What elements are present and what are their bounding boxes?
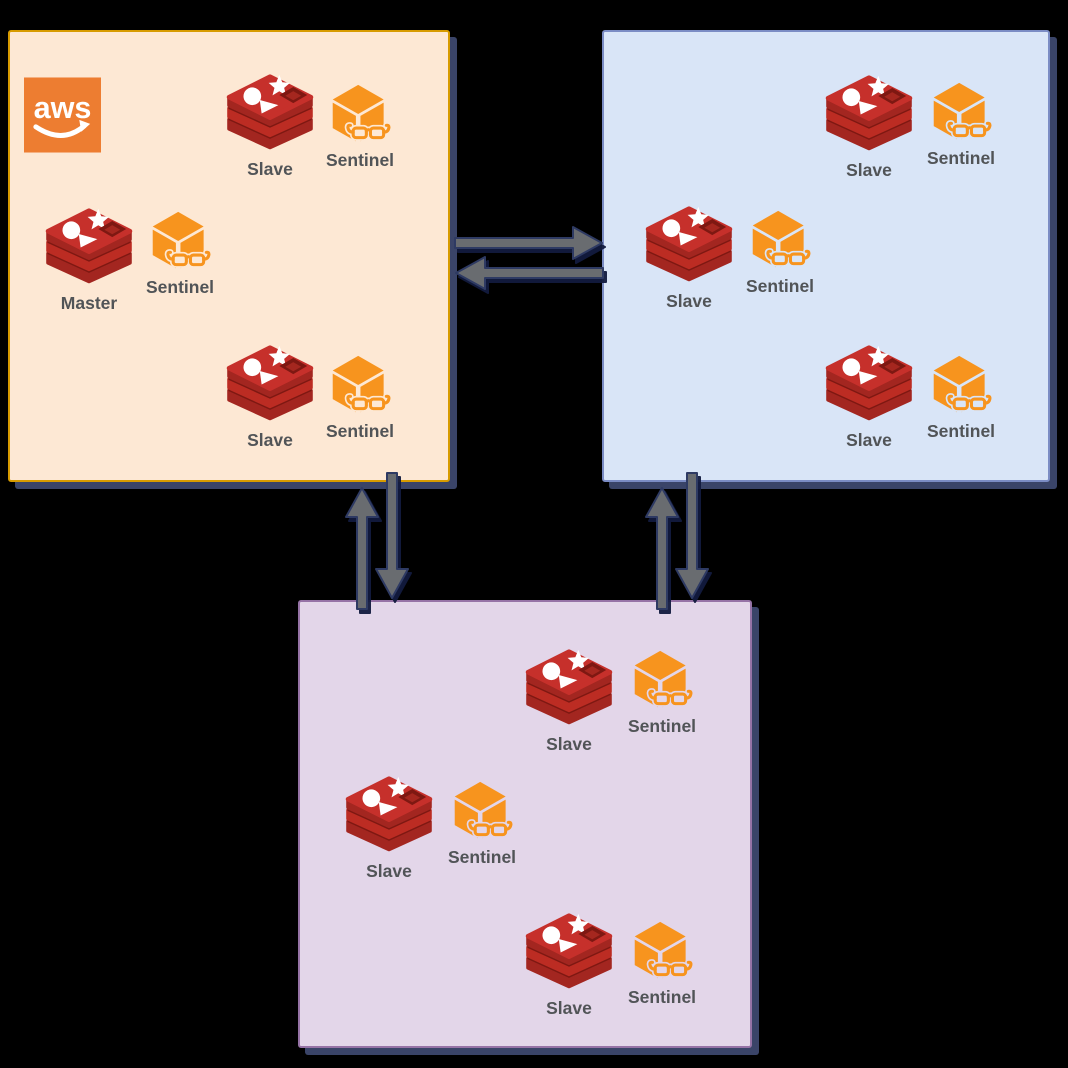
aws-redis-node-slave-top: Slave xyxy=(225,73,315,179)
redis-database-icon xyxy=(524,912,614,992)
node-label: Slave xyxy=(846,430,892,450)
gcp-redis-node-slave-top: Slave xyxy=(824,74,914,180)
redis-database-icon xyxy=(644,205,734,285)
cloud-redis-node-slave-bottom: Slave xyxy=(524,912,614,1018)
aws-sentinel-node-middle: Sentinel xyxy=(146,211,214,297)
aws-logo-text: aws xyxy=(34,91,92,125)
arrow-cloud-to-gcp xyxy=(645,487,679,610)
aws-smile-curve xyxy=(33,123,87,138)
cloud-sentinel-node-top: Sentinel xyxy=(628,650,696,736)
redis-database-icon xyxy=(225,344,315,424)
sentinel-cube-icon xyxy=(746,210,814,270)
gcp-sentinel-node-middle: Sentinel xyxy=(746,210,814,296)
sentinel-cube-icon xyxy=(326,355,394,415)
sentinel-cube-icon xyxy=(628,650,696,710)
aws-logo: aws xyxy=(24,77,101,153)
cloud-sentinel-node-bottom: Sentinel xyxy=(628,921,696,1007)
node-label: Sentinel xyxy=(325,150,395,170)
arrow-gcp-to-aws xyxy=(455,256,604,290)
aws-logo-square xyxy=(24,77,101,153)
node-label: Slave xyxy=(546,998,592,1018)
node-label: Sentinel xyxy=(926,148,996,168)
cloud-redis-node-slave-top: Slave xyxy=(524,648,614,754)
node-label: Sentinel xyxy=(627,987,697,1007)
node-label: Sentinel xyxy=(627,716,697,736)
gcp-sentinel-node-top: Sentinel xyxy=(927,82,995,168)
node-label: Sentinel xyxy=(926,421,996,441)
node-label: Slave xyxy=(247,159,293,179)
node-label: Master xyxy=(60,293,118,313)
cloud-redis-node-slave-middle: Slave xyxy=(344,775,434,881)
sentinel-cube-icon xyxy=(927,82,995,142)
arrow-gcp-to-cloud xyxy=(675,472,709,599)
node-label: Sentinel xyxy=(145,277,215,297)
node-label: Slave xyxy=(366,861,412,881)
redis-database-icon xyxy=(225,73,315,153)
sentinel-cube-icon xyxy=(146,211,214,271)
node-label: Sentinel xyxy=(745,276,815,296)
redis-database-icon xyxy=(824,344,914,424)
arrow-aws-to-cloud xyxy=(375,472,409,599)
cloud-sentinel-node-middle: Sentinel xyxy=(448,781,516,867)
node-label: Slave xyxy=(846,160,892,180)
redis-database-icon xyxy=(344,775,434,855)
aws-redis-node-master: Master xyxy=(44,207,134,313)
sentinel-cube-icon xyxy=(927,355,995,415)
sentinel-cube-icon xyxy=(326,84,394,144)
gcp-sentinel-node-bottom: Sentinel xyxy=(927,355,995,441)
arrow-aws-to-gcp xyxy=(454,226,603,260)
gcp-redis-node-slave-middle: Slave xyxy=(644,205,734,311)
sentinel-cube-icon xyxy=(628,921,696,981)
node-label: Sentinel xyxy=(447,847,517,867)
aws-sentinel-node-bottom: Sentinel xyxy=(326,355,394,441)
node-label: Slave xyxy=(546,734,592,754)
sentinel-cube-icon xyxy=(448,781,516,841)
aws-redis-node-slave-bottom: Slave xyxy=(225,344,315,450)
redis-database-icon xyxy=(824,74,914,154)
arrow-cloud-to-aws xyxy=(345,487,379,610)
gcp-redis-node-slave-bottom: Slave xyxy=(824,344,914,450)
node-label: Slave xyxy=(666,291,712,311)
redis-database-icon xyxy=(524,648,614,728)
redis-database-icon xyxy=(44,207,134,287)
aws-sentinel-node-top: Sentinel xyxy=(326,84,394,170)
node-label: Sentinel xyxy=(325,421,395,441)
node-label: Slave xyxy=(247,430,293,450)
